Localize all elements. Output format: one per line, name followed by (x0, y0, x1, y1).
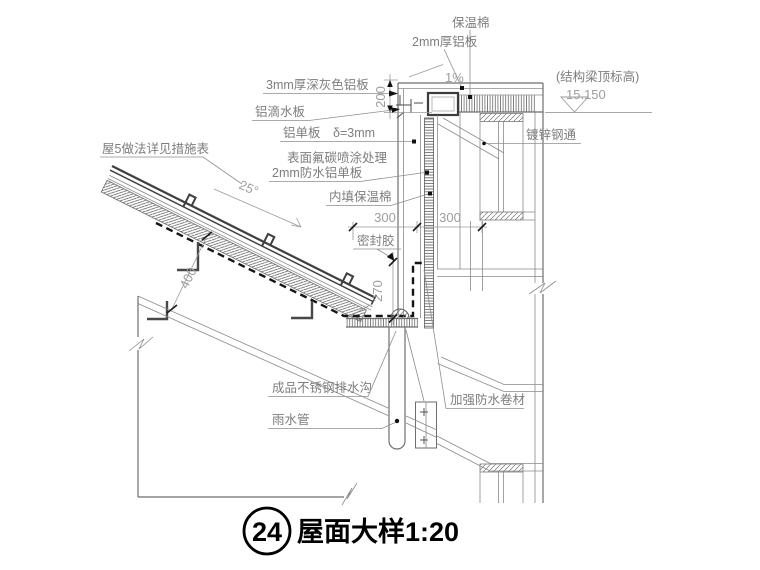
hanger-brackets (147, 242, 314, 321)
label-sealant: 密封胶 (357, 233, 395, 248)
tile-standing-seams (182, 193, 355, 287)
i-beam-bottom (479, 463, 524, 503)
label-alum-sheet: 铝单板 (283, 125, 321, 140)
detail-number-circle (242, 506, 292, 556)
value-elevation: 15.150 (566, 87, 606, 102)
dim-270: 270 (370, 280, 385, 302)
steel-tube-below-beam (470, 221, 483, 291)
soffit-lines-lower (436, 435, 543, 472)
wall-break-symbol (528, 280, 557, 295)
roof-insulation-hatch (458, 95, 535, 112)
tile-top-line (111, 165, 376, 299)
label-rain-pipe: 雨水管 (272, 412, 310, 427)
label-gutter: 成品不锈钢排水沟 (272, 380, 372, 395)
label-waterproof-alum: 2mm防水铝单板 (272, 165, 363, 180)
dim-angle-25: 25° (237, 177, 261, 199)
dim-slope-1pct: 1% (445, 70, 464, 85)
label-infill-insulation: 内填保温棉 (329, 190, 392, 204)
steel-tube-section (426, 91, 460, 117)
rain-pipe (388, 327, 425, 450)
bottom-break-symbol (341, 482, 358, 506)
annotations: 保温棉 2mm厚铝板 3mm厚深灰色铝板 铝滴水板 铝单板 δ=3mm 表面氟碳… (100, 16, 581, 429)
label-surface-note: 表面氟碳喷涂处理 (287, 150, 388, 165)
roof-slope-assembly (100, 165, 378, 323)
label-alum-sheet-spec: δ=3mm (333, 126, 375, 140)
title-number: 24 (252, 517, 282, 547)
title-text: 屋面大样1:20 (297, 516, 459, 547)
dim-200: 200 (373, 86, 388, 108)
label-insulation-top: 保温棉 (452, 16, 490, 30)
dim-300-left: 300 (374, 210, 396, 225)
elevation-marker: (结构梁顶标高) 15.150 (545, 69, 652, 113)
sheathing-lines (107, 175, 373, 311)
title-block: 24 屋面大样1:20 (242, 506, 459, 556)
corner-brace (437, 117, 505, 160)
label-alum-cap: 2mm厚铝板 (412, 34, 478, 49)
wall-panel-insulation-strip (424, 117, 434, 329)
i-beam-top (479, 113, 535, 221)
parapet-assembly (396, 82, 543, 329)
elevation-triangle-icon (559, 96, 590, 113)
waterproof-membrane-dashed (155, 221, 426, 318)
label-alum-panel-dark: 3mm厚深灰色铝板 (266, 77, 369, 92)
drip-edge-detail (396, 95, 423, 119)
label-elev-note: (结构梁顶标高) (556, 69, 639, 84)
label-reinforced-wp: 加强防水卷材 (450, 392, 525, 407)
dimensions: 1% 200 300 300 270 400 25° (166, 64, 487, 325)
roof-deck-hatch (100, 179, 368, 323)
label-alum-drip: 铝滴水板 (255, 104, 306, 119)
label-roof5-note: 屋5做法详见措施表 (102, 141, 209, 156)
tile-bottom-line (109, 169, 374, 303)
dim-300-right: 300 (439, 210, 461, 225)
label-galv-steel: 镀锌钢通 (526, 127, 577, 142)
soffit-lines-upper (437, 356, 543, 392)
left-break-symbol (128, 336, 154, 352)
wall-section (436, 83, 557, 503)
